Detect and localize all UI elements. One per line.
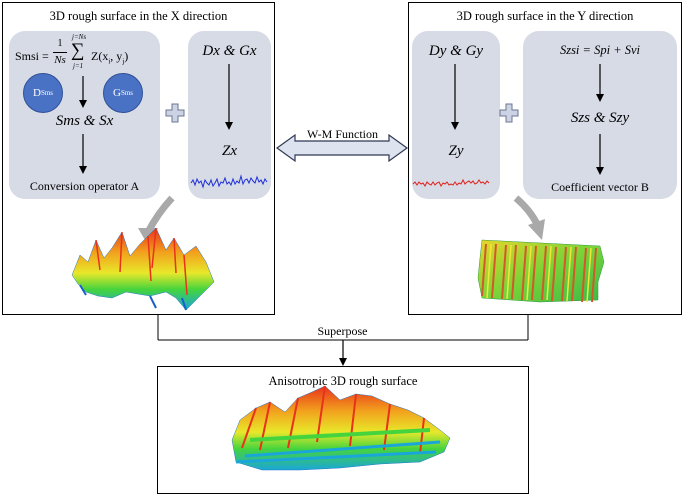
zx-label: Zx — [222, 143, 237, 159]
sum-upper: j=Ns — [72, 33, 87, 41]
formula-sub-j: j — [122, 57, 125, 66]
x-panel-title: 3D rough surface in the X direction — [49, 9, 228, 23]
y-panel-title: 3D rough surface in the Y direction — [456, 9, 634, 23]
plus-icon-left — [165, 103, 185, 123]
sms-sx-label: Sms & Sx — [55, 113, 114, 129]
curved-arrow-right-head — [528, 219, 545, 240]
d-sms-main: D — [32, 87, 41, 99]
x-direction-panel: 3D rough surface in the X direction Smsi… — [2, 2, 275, 315]
d-sms-sub: Sms — [40, 89, 53, 97]
formula-z: Z(x — [91, 49, 109, 63]
formula-frac-den: Ns — [54, 54, 66, 66]
szs-szy-label: Szs & Szy — [570, 110, 630, 126]
anisotropic-surface-plot — [231, 385, 451, 471]
formula-sub-i: i — [108, 57, 111, 66]
smsi-formula: Smsi = 1 Ns j=Ns ∑ j=1 Z(xi, yj) — [15, 33, 165, 75]
szsi-formula: Szsi = Spi + Svi — [559, 43, 641, 57]
coefficient-vector-label: Coefficient vector B — [551, 180, 649, 194]
formula-lhs: Smsi = — [15, 49, 49, 63]
y-surface-plot — [477, 239, 605, 303]
curved-arrow-right — [513, 195, 541, 226]
plus-icon-right — [499, 103, 519, 123]
wm-function-label: W-M Function — [307, 127, 378, 141]
wm-double-arrow — [275, 133, 409, 163]
zy-signal-line — [412, 178, 490, 187]
x-surface-plot — [71, 227, 215, 311]
anisotropic-title: Anisotropic 3D rough surface — [268, 374, 418, 388]
superpose-label: Superpose — [317, 324, 368, 338]
formula-rhs: Z(xi, yj) — [91, 49, 128, 65]
y-direction-panel: 3D rough surface in the Y direction Dy &… — [408, 2, 682, 315]
formula-frac-num: 1 — [57, 38, 63, 49]
dy-gy-label: Dy & Gy — [428, 43, 484, 59]
sum-sign: ∑ — [71, 40, 85, 61]
sum-lower: j=1 — [73, 62, 84, 70]
zx-signal-line — [190, 174, 268, 189]
conversion-operator-label: Conversion operator A — [29, 179, 140, 193]
formula-y: , y — [110, 49, 123, 63]
dx-gx-label: Dx & Gx — [202, 43, 257, 59]
g-sms-main: G — [112, 87, 121, 99]
zy-label: Zy — [448, 143, 464, 159]
curved-arrow-left — [144, 195, 175, 234]
formula-frac-bar — [53, 52, 67, 53]
formula-close: ) — [124, 49, 129, 63]
dy-gy-box — [412, 31, 500, 199]
g-sms-sub: Sms — [120, 89, 133, 97]
